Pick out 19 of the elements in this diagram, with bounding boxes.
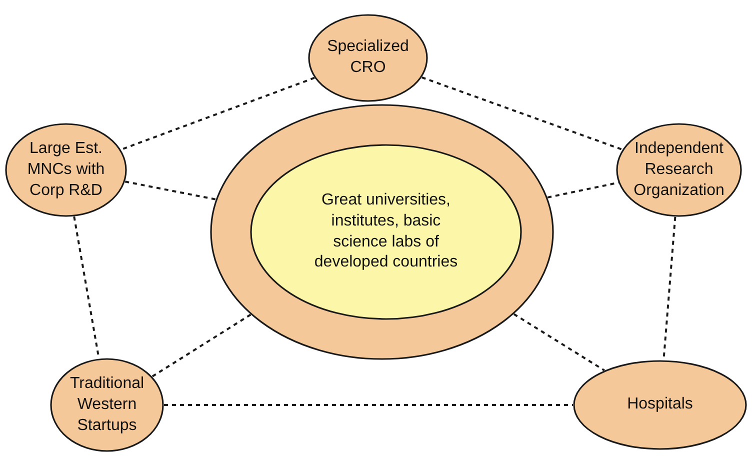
ellipse-node: [308, 14, 428, 102]
dashed-connector: [422, 76, 623, 151]
dashed-connector: [164, 404, 573, 406]
ellipse-node: [250, 144, 522, 320]
dashed-connector: [152, 314, 252, 378]
ellipse-node: [50, 358, 164, 452]
dashed-connector: [124, 180, 216, 200]
node-label: Specialized CRO: [326, 37, 410, 78]
dashed-connector: [513, 313, 605, 372]
ellipse-node: [573, 360, 747, 450]
node-label: Independent Research Organization: [632, 138, 726, 200]
ellipse-node: [616, 123, 742, 217]
dashed-connector: [120, 76, 315, 151]
outer-ellipse: [210, 104, 554, 360]
ellipse-node: [5, 123, 127, 217]
node-label: Hospitals: [626, 394, 694, 415]
node-label: Great universities, institutes, basic science labs of developed countries: [313, 190, 459, 273]
node-label: Large Est. MNCs with Corp R&D: [26, 138, 106, 200]
node-label: Traditional Western Startups: [68, 374, 146, 436]
